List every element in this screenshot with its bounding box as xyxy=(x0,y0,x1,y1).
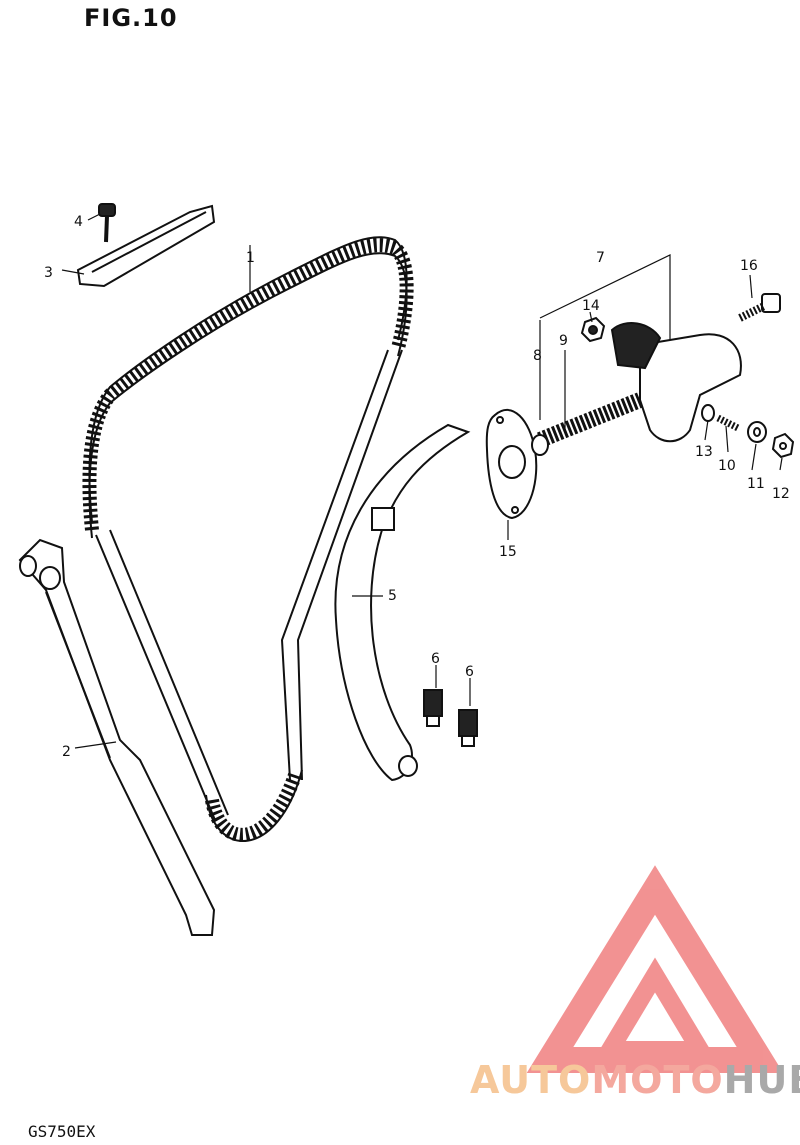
tensioner-gasket xyxy=(485,408,538,520)
callout-11: 11 xyxy=(747,476,765,492)
tensioner-screw xyxy=(716,414,740,432)
watermark-text: AUTOMOTOHUB xyxy=(470,1058,800,1102)
upper-chain-guide xyxy=(76,204,216,288)
watermark-logo xyxy=(526,865,784,1073)
callout-3: 3 xyxy=(44,265,53,281)
callout-15: 15 xyxy=(499,544,517,560)
tensioner-bolt xyxy=(738,293,781,322)
tensioner-slipper xyxy=(334,423,471,782)
callout-labels: 1 2 3 4 5 6 6 7 8 9 10 11 12 13 14 15 16 xyxy=(44,214,790,760)
guide-bolt xyxy=(98,203,116,243)
callout-5: 5 xyxy=(388,588,397,604)
watermark-hub: HUB xyxy=(723,1058,800,1102)
hex-nut xyxy=(771,432,795,459)
damper-b xyxy=(458,709,478,747)
callout-7: 7 xyxy=(596,250,605,266)
callout-8: 8 xyxy=(533,348,542,364)
front-chain-guide xyxy=(18,538,216,936)
callout-4: 4 xyxy=(74,214,83,230)
damper-a xyxy=(423,689,443,727)
callout-9: 9 xyxy=(559,333,568,349)
washer xyxy=(747,421,767,443)
chain-tensioner-assembly xyxy=(531,322,742,456)
lock-nut xyxy=(580,316,606,343)
callout-6a: 6 xyxy=(431,651,440,667)
o-ring xyxy=(701,404,715,422)
leader-lines xyxy=(61,213,783,749)
callout-2: 2 xyxy=(62,744,71,760)
callout-16: 16 xyxy=(740,258,758,274)
callout-12: 12 xyxy=(772,486,790,502)
callout-10: 10 xyxy=(718,458,736,474)
watermark-auto: AUTO xyxy=(470,1058,592,1102)
figure-title: FIG.10 xyxy=(84,4,178,32)
callout-6b: 6 xyxy=(465,664,474,680)
callout-14: 14 xyxy=(582,298,600,314)
callout-13: 13 xyxy=(695,444,713,460)
watermark-moto: MOTO xyxy=(591,1058,724,1102)
model-code: GS750EX xyxy=(28,1122,96,1141)
cam-chain xyxy=(82,236,414,842)
callout-1: 1 xyxy=(246,250,255,266)
